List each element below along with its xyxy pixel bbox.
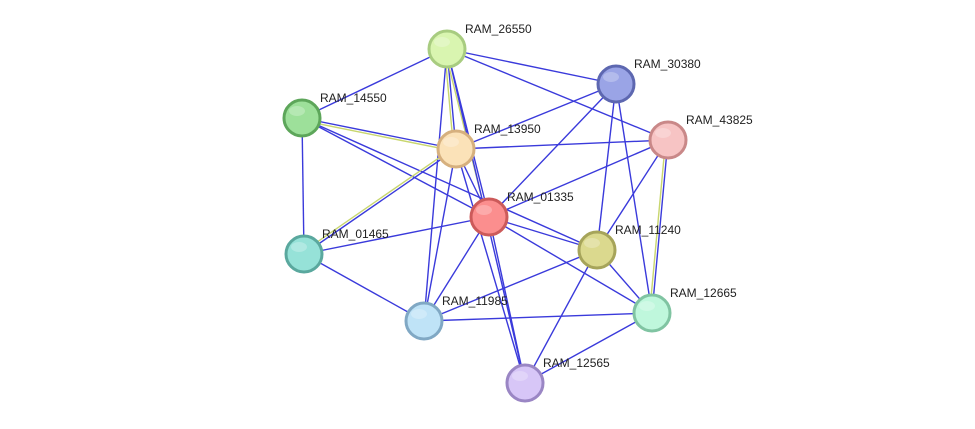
node-circle-RAM_11240[interactable]: [577, 230, 617, 270]
edge-RAM_13950-RAM_30380: [455, 83, 617, 150]
edge-RAM_30380-RAM_01335: [488, 83, 617, 218]
node-RAM_14550[interactable]: [282, 98, 322, 138]
edge-RAM_26550-RAM_11985: [423, 48, 448, 322]
node-label-RAM_12665: RAM_12665: [670, 286, 737, 300]
node-RAM_11240[interactable]: [577, 230, 617, 270]
node-circle-RAM_14550[interactable]: [282, 98, 322, 138]
node-circle-RAM_11985[interactable]: [404, 301, 444, 341]
node-highlight-RAM_30380: [603, 72, 619, 82]
node-circle-RAM_12565[interactable]: [505, 363, 545, 403]
node-RAM_01465[interactable]: [284, 234, 324, 274]
node-circle-RAM_13950[interactable]: [436, 129, 476, 169]
nodes-layer: [282, 29, 688, 403]
node-RAM_01335[interactable]: [469, 197, 509, 237]
edge-RAM_43825-RAM_12665: [651, 139, 669, 314]
node-RAM_26550[interactable]: [427, 29, 467, 69]
node-circle-RAM_12665[interactable]: [632, 293, 672, 333]
edge-RAM_11240-RAM_11985: [423, 249, 598, 322]
node-label-RAM_01335: RAM_01335: [507, 190, 574, 204]
node-label-RAM_14550: RAM_14550: [320, 91, 387, 105]
edge-RAM_26550-RAM_30380: [446, 48, 617, 85]
edge-RAM_11985-RAM_12665: [423, 312, 653, 322]
node-label-RAM_12565: RAM_12565: [543, 356, 610, 370]
edge-RAM_14550-RAM_13950-secondary: [301, 119, 456, 153]
node-highlight-RAM_43825: [655, 128, 671, 138]
node-RAM_30380[interactable]: [596, 64, 636, 104]
edge-RAM_14550-RAM_13950: [301, 117, 457, 150]
edge-RAM_12665-RAM_12565: [524, 312, 653, 384]
node-label-RAM_26550: RAM_26550: [465, 22, 532, 36]
node-circle-RAM_30380[interactable]: [596, 64, 636, 104]
edge-RAM_43825-RAM_01335: [488, 139, 669, 218]
node-highlight-RAM_11985: [411, 309, 427, 319]
node-highlight-RAM_12665: [639, 301, 655, 311]
edges-layer: [301, 48, 669, 384]
node-label-RAM_01465: RAM_01465: [322, 227, 389, 241]
edge-RAM_13950-RAM_01465: [303, 148, 457, 255]
node-highlight-RAM_26550: [434, 37, 450, 47]
node-circle-RAM_43825[interactable]: [648, 120, 688, 160]
node-highlight-RAM_13950: [443, 137, 459, 147]
node-RAM_12565[interactable]: [505, 363, 545, 403]
edge-RAM_26550-RAM_14550: [301, 48, 448, 119]
node-label-RAM_30380: RAM_30380: [634, 57, 701, 71]
node-label-RAM_11240: RAM_11240: [615, 223, 681, 237]
node-circle-RAM_01465[interactable]: [284, 234, 324, 274]
edge-RAM_13950-RAM_11985: [423, 148, 457, 322]
node-label-RAM_11985: RAM_11985: [442, 294, 508, 308]
labels-layer: RAM_26550RAM_30380RAM_14550RAM_13950RAM_…: [320, 22, 753, 370]
node-circle-RAM_01335[interactable]: [469, 197, 509, 237]
edge-RAM_26550-RAM_43825: [446, 48, 669, 141]
edge-RAM_43825-RAM_11240: [596, 139, 669, 251]
node-circle-RAM_26550[interactable]: [427, 29, 467, 69]
edge-RAM_43825-RAM_12665-secondary: [648, 139, 667, 313]
edge-RAM_14550-RAM_01335: [301, 117, 490, 218]
node-highlight-RAM_14550: [289, 106, 305, 116]
edge-RAM_01335-RAM_12665: [488, 216, 653, 314]
edge-RAM_14550-RAM_01465: [301, 117, 305, 255]
node-highlight-RAM_12565: [512, 371, 528, 381]
node-label-RAM_43825: RAM_43825: [686, 113, 753, 127]
node-label-RAM_13950: RAM_13950: [474, 122, 541, 136]
node-RAM_13950[interactable]: [436, 129, 476, 169]
node-RAM_43825[interactable]: [648, 120, 688, 160]
edge-RAM_01465-RAM_11985: [303, 253, 425, 322]
edge-RAM_13950-RAM_01465-secondary: [302, 146, 456, 253]
edge-RAM_13950-RAM_43825: [455, 139, 669, 150]
edge-RAM_13950-RAM_12565: [455, 148, 526, 384]
node-RAM_11985[interactable]: [404, 301, 444, 341]
node-highlight-RAM_01465: [291, 242, 307, 252]
edge-RAM_30380-RAM_12665: [615, 83, 653, 314]
node-highlight-RAM_11240: [584, 238, 600, 248]
node-highlight-RAM_01335: [476, 205, 492, 215]
edge-RAM_01335-RAM_01465: [303, 216, 490, 255]
edge-RAM_01335-RAM_12565: [488, 216, 526, 384]
node-RAM_12665[interactable]: [632, 293, 672, 333]
edge-RAM_01335-RAM_11985: [423, 216, 490, 322]
